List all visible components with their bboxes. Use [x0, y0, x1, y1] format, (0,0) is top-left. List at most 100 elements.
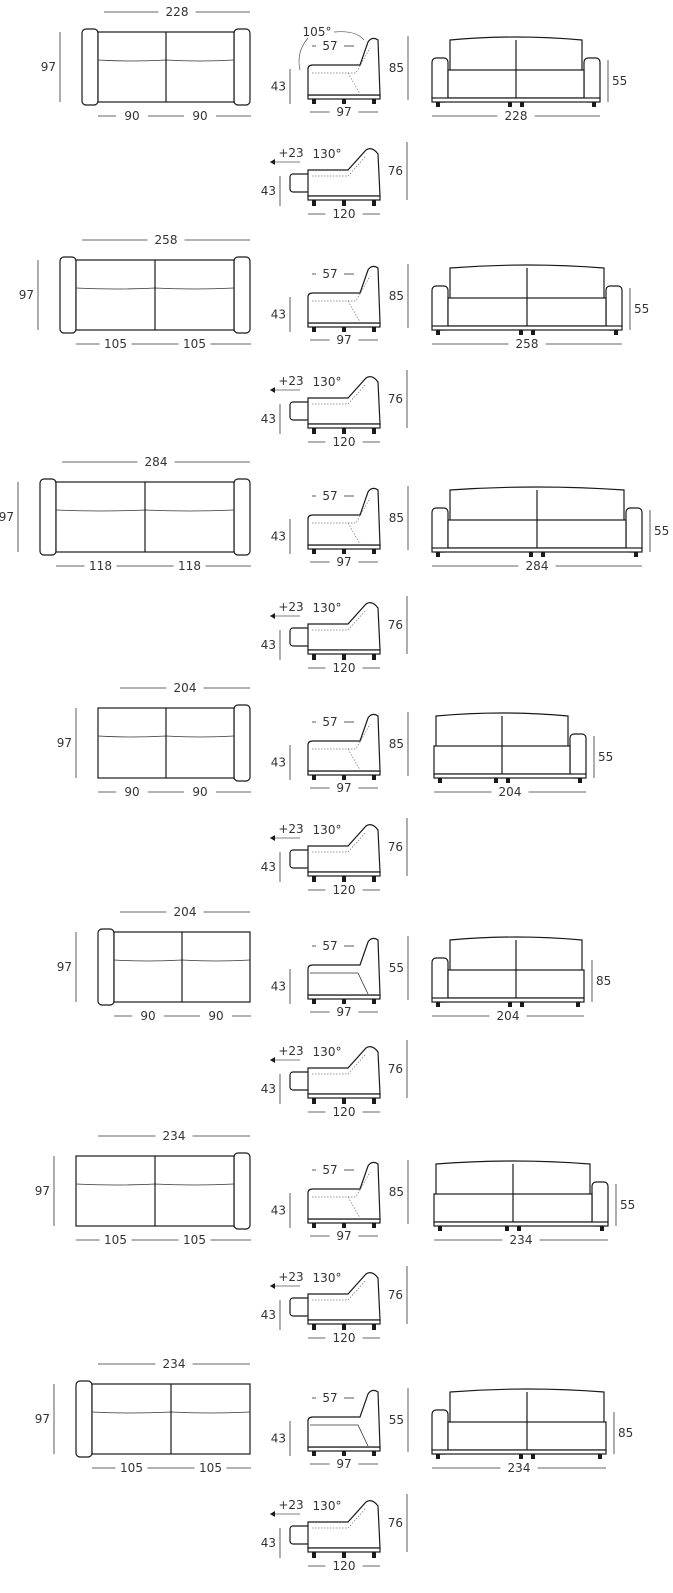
dimension-label: 130° — [313, 375, 342, 389]
front-base — [433, 773, 587, 779]
leg — [600, 1226, 604, 1231]
dimension-label: 55 — [612, 74, 627, 88]
front-arm-left — [431, 285, 449, 331]
leg — [517, 1226, 521, 1231]
leg — [312, 876, 316, 882]
leg — [312, 200, 316, 206]
recline-base — [307, 423, 381, 429]
leg — [312, 998, 316, 1004]
leg — [519, 1454, 523, 1459]
recline-body — [307, 1272, 381, 1321]
leg — [342, 98, 346, 104]
leg — [519, 330, 523, 335]
dimension-label: 43 — [271, 308, 286, 322]
dimension-label: 105° — [303, 25, 332, 39]
leg — [342, 876, 346, 882]
leg — [312, 1552, 316, 1558]
dimension-label: 130° — [313, 1271, 342, 1285]
dimension-label: 204 — [497, 1009, 520, 1023]
leg — [436, 330, 440, 335]
side-recline-guide — [312, 275, 371, 302]
dimension-label: 284 — [526, 559, 549, 573]
extension-arrow-head — [270, 1511, 275, 1517]
dimension-label: +23 — [278, 822, 303, 836]
dimension-label: 43 — [261, 412, 276, 426]
extension-arrow-head — [270, 1283, 275, 1289]
dimension-label: 57 — [322, 489, 337, 503]
front-base — [431, 97, 601, 103]
dimension-label: 234 — [508, 1461, 531, 1475]
dimension-label: 97 — [336, 1005, 351, 1019]
dimension-label: 43 — [271, 1432, 286, 1446]
dimension-label: 55 — [389, 1413, 404, 1427]
dimension-label: 204 — [499, 785, 522, 799]
side-recline-guide — [312, 497, 371, 524]
recline-base — [307, 1547, 381, 1553]
side-body — [307, 37, 381, 96]
dimension-label: 130° — [313, 1499, 342, 1513]
dimension-label: 57 — [322, 715, 337, 729]
leg — [312, 428, 316, 434]
leg — [436, 1454, 440, 1459]
leg — [372, 1552, 376, 1558]
leg — [372, 998, 376, 1004]
dimension-label: 228 — [166, 5, 189, 19]
leg — [576, 1002, 580, 1007]
recline-base — [307, 1319, 381, 1325]
dimension-label: +23 — [278, 374, 303, 388]
footrest — [289, 1525, 311, 1545]
dimension-label: 55 — [389, 961, 404, 975]
leg — [342, 998, 346, 1004]
recline-body — [307, 376, 381, 425]
front-base — [431, 1449, 607, 1455]
dimension-label: 120 — [333, 883, 356, 897]
footrest — [289, 1071, 311, 1091]
plan-arm-left — [75, 1380, 93, 1458]
dimension-label: 120 — [333, 1105, 356, 1119]
front-arm-left — [431, 957, 449, 1003]
recline-guide — [312, 155, 367, 177]
recline-base — [307, 195, 381, 201]
leg — [342, 774, 346, 780]
dimension-label: 43 — [261, 1308, 276, 1322]
dimension-label: 85 — [618, 1426, 633, 1440]
dimension-label: 258 — [516, 337, 539, 351]
dimension-label: 90 — [192, 785, 207, 799]
dimension-label: 76 — [388, 1062, 403, 1076]
side-cushion — [310, 972, 369, 995]
dimension-label: 85 — [389, 289, 404, 303]
leg — [342, 1324, 346, 1330]
angle-arc — [333, 31, 365, 41]
side-recline-guide — [312, 1171, 371, 1198]
dimension-label: 97 — [336, 555, 351, 569]
front-base — [431, 997, 585, 1003]
leg — [312, 98, 316, 104]
dimension-label: 43 — [261, 1082, 276, 1096]
footrest — [289, 1297, 311, 1317]
dimension-label: 55 — [634, 302, 649, 316]
dimension-label: 76 — [388, 618, 403, 632]
dimension-label: 204 — [174, 681, 197, 695]
recline-angle-annotation: 105° — [298, 25, 365, 71]
plan-arm-left — [97, 928, 115, 1006]
dimension-label: 97 — [57, 960, 72, 974]
leg — [342, 548, 346, 554]
leg — [436, 1002, 440, 1007]
dimension-label: 118 — [178, 559, 201, 573]
dimension-label: 43 — [261, 1536, 276, 1550]
leg — [372, 1098, 376, 1104]
dimension-label: 105 — [104, 337, 127, 351]
footrest — [289, 849, 311, 869]
recline-body — [307, 602, 381, 651]
side-body — [307, 265, 381, 324]
leg — [342, 654, 346, 660]
dimension-label: 85 — [389, 1185, 404, 1199]
leg — [436, 102, 440, 107]
side-recline-guide — [347, 300, 361, 323]
dimension-label: 234 — [163, 1129, 186, 1143]
dimension-label: 130° — [313, 1045, 342, 1059]
dimension-label: 57 — [322, 39, 337, 53]
